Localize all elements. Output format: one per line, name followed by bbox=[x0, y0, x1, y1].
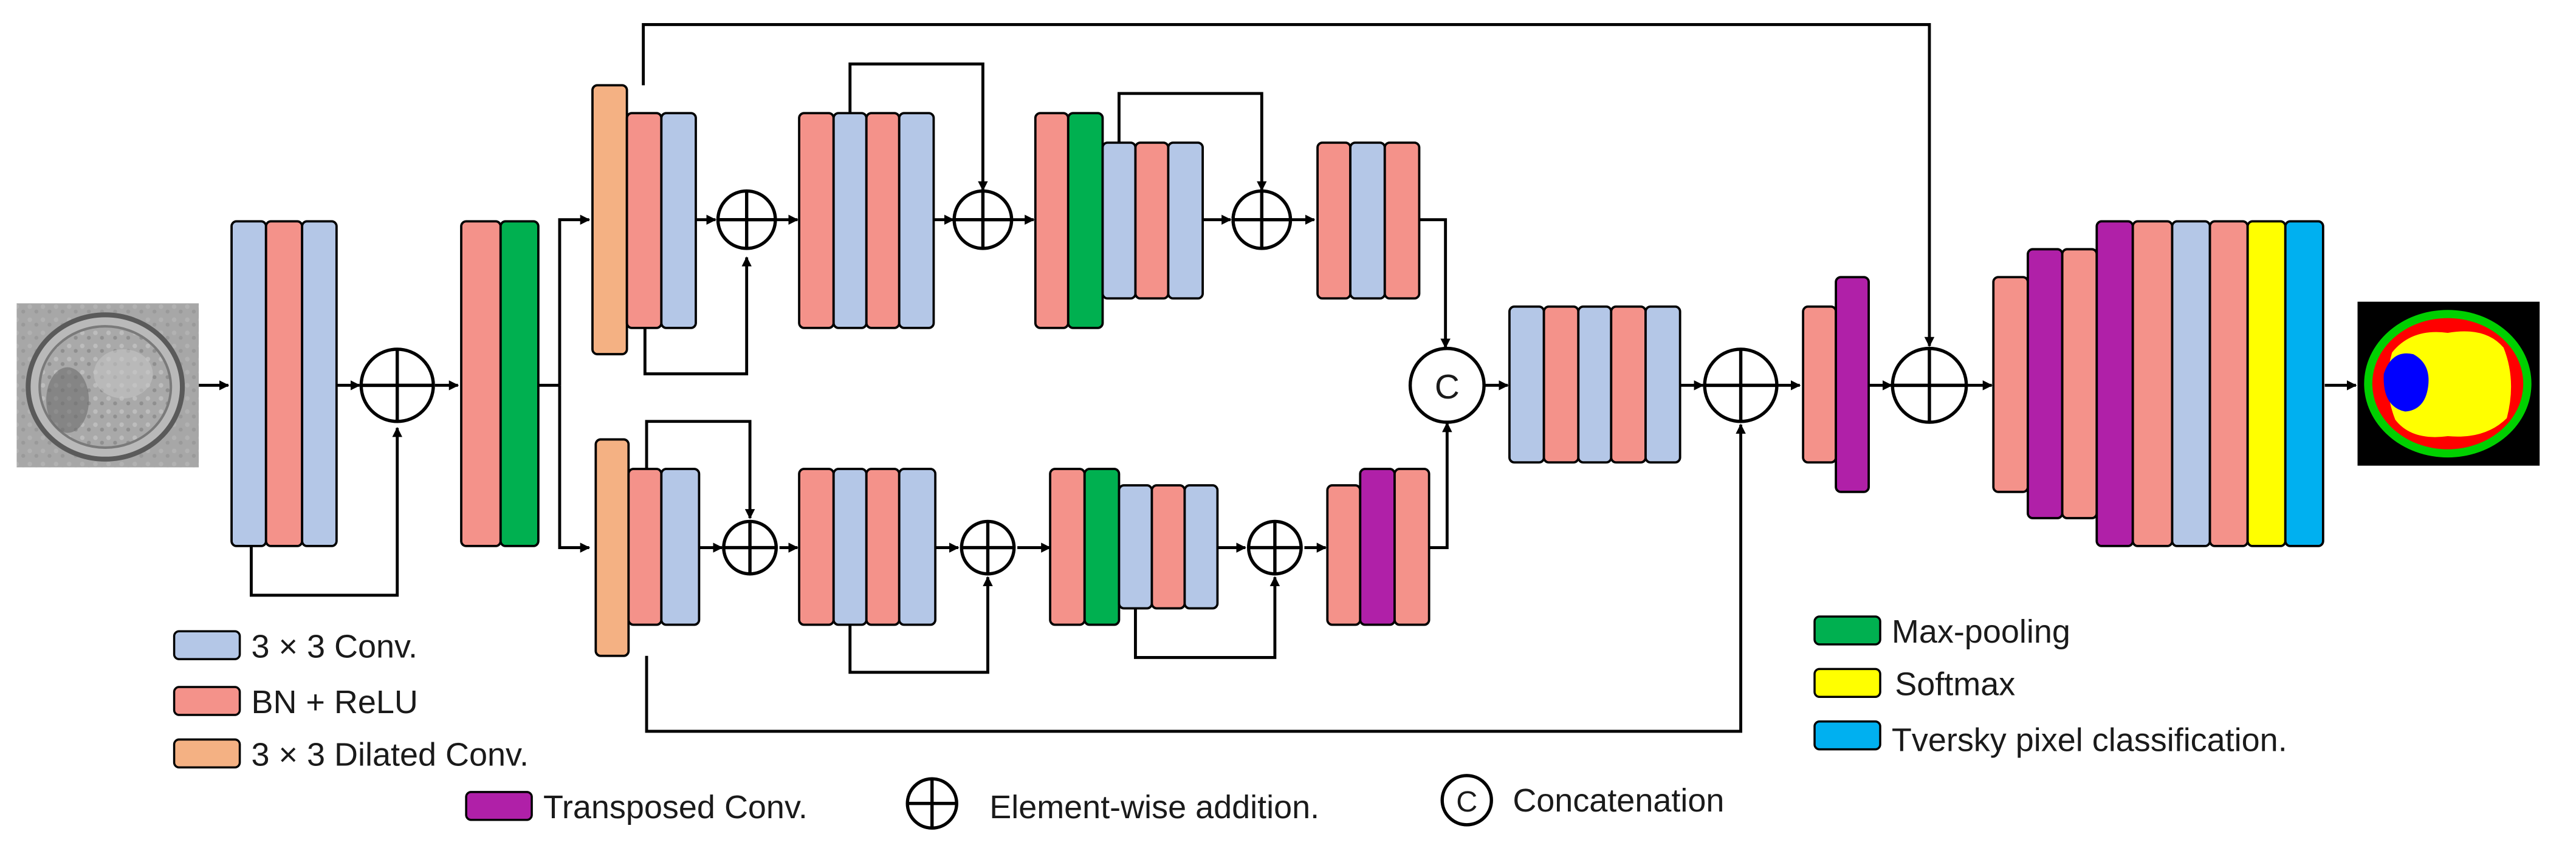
bn-relu-block bbox=[1049, 468, 1086, 626]
conv-block bbox=[2171, 220, 2211, 547]
legend-concat-letter: C bbox=[1456, 785, 1477, 818]
conv-block bbox=[1508, 305, 1545, 464]
legend: 3 × 3 Conv. BN + ReLU 3 × 3 Dilated Conv… bbox=[173, 613, 2287, 830]
conv-block bbox=[660, 112, 697, 329]
conv-block bbox=[230, 220, 267, 547]
legend-swatch-bn-relu bbox=[173, 686, 241, 716]
bn-relu-block bbox=[264, 220, 304, 547]
bn-relu-block bbox=[2131, 220, 2174, 547]
dilated-conv-block bbox=[591, 84, 628, 355]
transposed-conv-block bbox=[1359, 468, 1396, 626]
bn-relu-block bbox=[2061, 248, 2098, 519]
bn-relu-block bbox=[1610, 305, 1647, 464]
legend-swatch-maxpool bbox=[1813, 615, 1881, 646]
softmax-block bbox=[2246, 220, 2287, 547]
layer-blocks bbox=[230, 84, 2324, 657]
bn-relu-block bbox=[1992, 276, 2029, 493]
element-wise-addition-node bbox=[1703, 347, 1779, 423]
conv-block bbox=[1577, 305, 1613, 464]
bn-relu-block bbox=[1802, 305, 1837, 464]
addition-nodes bbox=[359, 189, 1968, 576]
bn-relu-block bbox=[625, 112, 663, 329]
bn-relu-block bbox=[1542, 305, 1580, 464]
conv-block bbox=[1167, 141, 1204, 300]
bn-relu-block bbox=[1134, 141, 1170, 300]
bn-relu-block bbox=[1150, 484, 1186, 610]
concat-node-letter: C bbox=[1435, 368, 1460, 406]
legend-label-tversky: Tversky pixel classification. bbox=[1892, 722, 2287, 758]
bn-relu-block bbox=[798, 112, 835, 329]
legend-swatch-conv bbox=[173, 630, 241, 660]
max-pool-block bbox=[1083, 468, 1121, 626]
bn-relu-block bbox=[1383, 141, 1421, 300]
concatenation-icon: C bbox=[1440, 774, 1493, 827]
segmentation-output-image bbox=[2357, 301, 2540, 466]
legend-swatch-tversky bbox=[1813, 720, 1881, 751]
element-wise-addition-node bbox=[359, 347, 435, 423]
bn-relu-block bbox=[798, 468, 835, 626]
conv-block bbox=[832, 112, 868, 329]
bn-relu-block bbox=[1316, 141, 1352, 300]
legend-label-transposed: Transposed Conv. bbox=[543, 789, 808, 825]
conv-block bbox=[1644, 305, 1681, 464]
conv-block bbox=[1101, 141, 1137, 300]
transposed-conv-block bbox=[2095, 220, 2134, 547]
conv-block bbox=[1183, 484, 1219, 610]
conv-block bbox=[1118, 484, 1153, 610]
element-wise-addition-node bbox=[1231, 189, 1293, 250]
conv-block bbox=[898, 468, 937, 626]
bn-relu-block bbox=[1034, 112, 1070, 329]
element-wise-addition-node bbox=[960, 519, 1016, 576]
max-pool-block bbox=[499, 220, 540, 547]
legend-label-softmax: Softmax bbox=[1895, 666, 2015, 703]
conv-block bbox=[832, 468, 868, 626]
bn-relu-block bbox=[1326, 484, 1362, 626]
legend-label-concat: Concatenation bbox=[1513, 782, 1724, 819]
element-wise-addition-icon bbox=[905, 777, 958, 830]
bn-relu-block bbox=[865, 112, 901, 329]
bn-relu-block bbox=[1393, 468, 1431, 626]
connections bbox=[199, 23, 2357, 733]
legend-swatch-dilated bbox=[173, 738, 241, 769]
bn-relu-block bbox=[2208, 220, 2249, 547]
legend-label-maxpool: Max-pooling bbox=[1892, 613, 2070, 650]
element-wise-addition-node bbox=[1247, 519, 1303, 576]
legend-swatch-transposed bbox=[465, 791, 533, 821]
element-wise-addition-node bbox=[716, 189, 777, 250]
element-wise-addition-node bbox=[952, 189, 1014, 250]
conv-block bbox=[301, 220, 338, 547]
conv-block bbox=[660, 468, 701, 626]
transposed-conv-block bbox=[2027, 248, 2064, 519]
element-wise-addition-node bbox=[1891, 346, 1968, 424]
bn-relu-block bbox=[627, 468, 663, 626]
bn-relu-block bbox=[460, 220, 502, 547]
dilated-conv-block bbox=[594, 438, 630, 657]
transposed-conv-block bbox=[1835, 276, 1870, 493]
conv-block bbox=[1349, 141, 1386, 300]
tversky-block bbox=[2284, 220, 2324, 547]
conv-block bbox=[898, 112, 935, 329]
element-wise-addition-node bbox=[722, 519, 778, 576]
bn-relu-block bbox=[865, 468, 901, 626]
legend-swatch-softmax bbox=[1813, 668, 1881, 699]
legend-label-addition: Element-wise addition. bbox=[989, 789, 1319, 825]
max-pool-block bbox=[1066, 112, 1104, 329]
legend-label-bn-relu: BN + ReLU bbox=[251, 684, 417, 720]
input-cell-image bbox=[16, 303, 199, 468]
legend-label-dilated: 3 × 3 Dilated Conv. bbox=[251, 737, 529, 773]
legend-label-conv: 3 × 3 Conv. bbox=[251, 628, 417, 665]
concatenation-node: C bbox=[1408, 346, 1486, 424]
